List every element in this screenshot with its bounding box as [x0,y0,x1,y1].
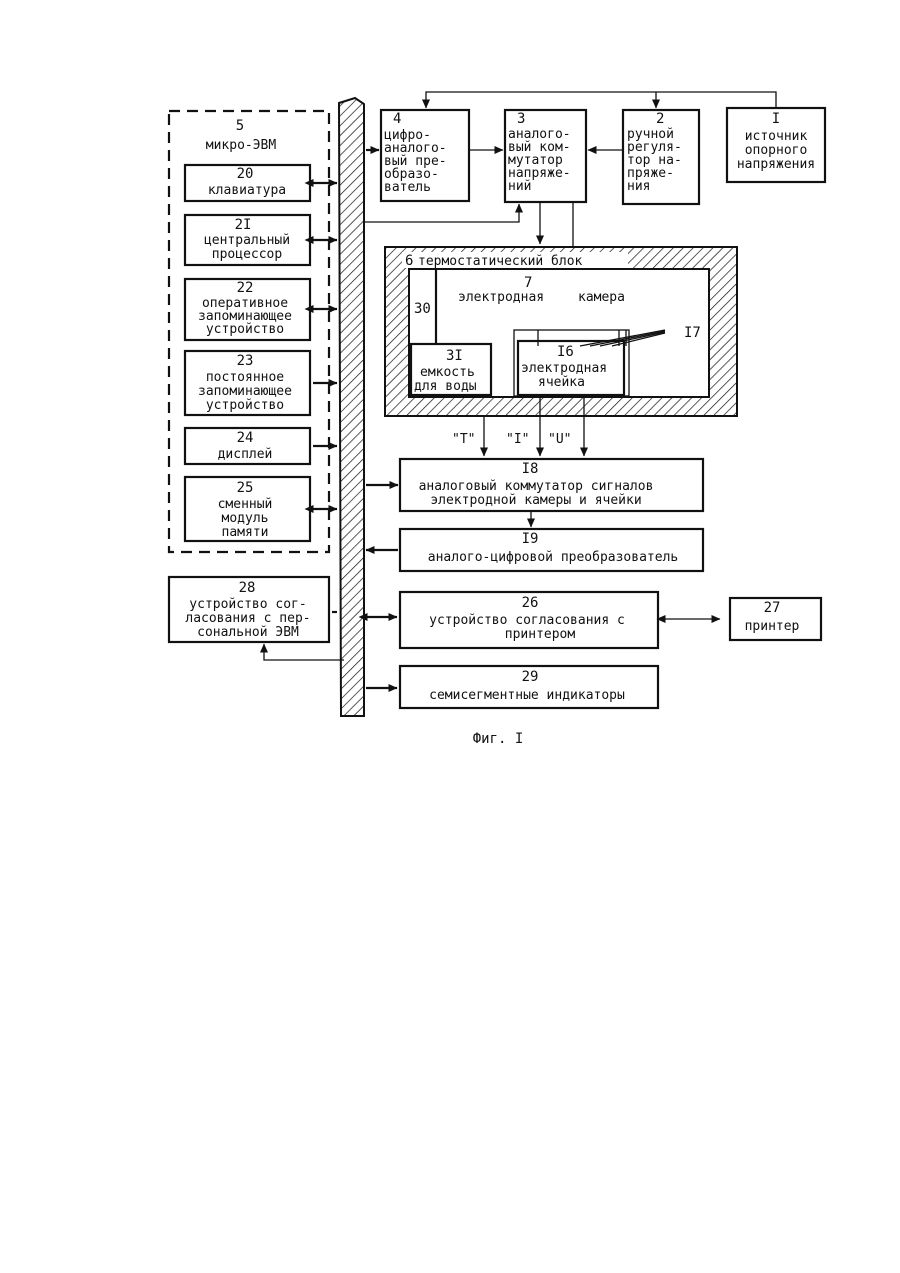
cell-number: I6 [557,344,574,360]
cell-line-1: электродная [521,361,607,376]
block-27-line-1: принтер [745,619,800,634]
block-25-line-1: сменный [218,497,273,512]
block-19-adc: I9 аналого-цифровой преобразователь [400,529,703,571]
block-23-line-2: запоминающее [198,384,292,399]
chamber-label-a: электродная [458,290,544,305]
block-20-keyboard: 20 клавиатура [185,165,310,201]
block-27-printer: 27 принтер [730,598,821,640]
signal-t-label: "T" [452,432,475,447]
signal-u-label: "U" [548,432,571,447]
reference-voltage-lines [426,92,776,108]
block-1-line-2: опорного [745,143,808,158]
block-18-number: I8 [522,461,539,477]
block-24-number: 24 [237,430,254,446]
block-21-cpu: 2I центральный процессор [185,215,310,265]
block-21-number: 2I [235,217,252,233]
block-19-number: I9 [522,531,539,547]
water-line-1: емкость [420,365,475,380]
block-20-number: 20 [237,166,254,182]
block-26-printer-interface: 26 устройство согласования с принтером [400,592,658,648]
block-1-line-1: источник [745,129,808,144]
block-29-line-1: семисегментные индикаторы [429,688,625,703]
block-26-line-2: принтером [505,627,576,642]
block-22-ram: 22 оперативное запоминающее устройство [185,279,310,340]
block-24-display: 24 дисплей [185,428,310,464]
block-2-number: 2 [656,111,664,127]
block-25-number: 25 [237,480,254,496]
figure-caption: Фиг. I [473,731,524,747]
block-26-number: 26 [522,595,539,611]
micro-evm-number: 5 [236,118,244,134]
block-18-signal-switch: I8 аналоговый коммутатор сигналов электр… [400,459,703,511]
block-19-line-1: аналого-цифровой преобразователь [428,550,678,565]
block-25-line-3: памяти [222,525,269,540]
block-27-number: 27 [764,600,781,616]
system-bus [339,98,364,716]
block-28-line-1: устройство сог- [189,597,306,612]
block-2-line-5: ния [627,179,650,194]
block-20-line-1: клавиатура [208,183,286,198]
block-25-line-2: модуль [222,511,269,526]
block-23-rom: 23 постоянное запоминающее устройство [185,351,310,415]
block-3-number: 3 [517,111,525,127]
chamber-number: 7 [524,275,532,291]
bus-to-block-3-link [364,204,519,222]
block-23-line-3: устройство [206,398,284,413]
block-28-line-3: сональной ЭВМ [197,625,299,640]
block-28-line-2: ласования с пер- [185,611,310,626]
block-21-line-2: процессор [212,247,283,262]
block-23-number: 23 [237,353,254,369]
block-28-pc-interface: 28 устройство сог- ласования с пер- сона… [169,577,329,642]
block-21-line-1: центральный [204,233,290,248]
block-4-dac: 4 цифро- аналого- вый пре- образо- вател… [381,110,469,201]
block-22-number: 22 [237,280,254,296]
block-23-line-1: постоянное [206,370,284,385]
block-29-indicators: 29 семисегментные индикаторы [400,666,658,708]
part-30-number: 30 [414,301,431,317]
block-29-number: 29 [522,669,539,685]
block-1-reference-source: I источник опорного напряжения [727,108,825,182]
thermostat-number: 6 [405,253,413,269]
block-22-line-3: устройство [206,322,284,337]
block-18-line-1: аналоговый коммутатор сигналов [419,479,654,494]
block-28-number: 28 [239,580,256,596]
block-26-line-1: устройство согласования с [429,613,625,628]
water-number: 3I [446,348,463,364]
block-18-line-2: электродной камеры и ячейки [430,493,641,508]
block-2-manual-regulator: 2 ручной регуля- тор на- пряже- ния [623,110,699,204]
block-24-line-1: дисплей [218,447,273,462]
block-4-line-5: ватель [384,180,431,195]
thermostat-label: термостатический блок [418,254,583,269]
micro-evm-bus-links [313,183,337,509]
block-3-analog-switch: 3 аналого- вый ком- мутатор напряже- ний [505,110,586,202]
block-28-feedback-line [264,644,344,660]
block-3-line-5: ний [508,179,531,194]
chamber-label-b: камера [578,290,625,305]
block-4-number: 4 [393,111,401,127]
micro-evm-label: микро-ЭВМ [206,138,277,153]
block-25-memory-module: 25 сменный модуль памяти [185,477,310,541]
water-container-31: 3I емкость для воды [411,344,491,395]
block-1-number: I [772,111,780,127]
signal-i-label: "I" [506,432,529,447]
cell-line-2: ячейка [538,375,585,390]
block-1-line-3: напряжения [737,157,815,172]
water-line-2: для воды [414,379,477,394]
electrodes-number: I7 [684,325,701,341]
